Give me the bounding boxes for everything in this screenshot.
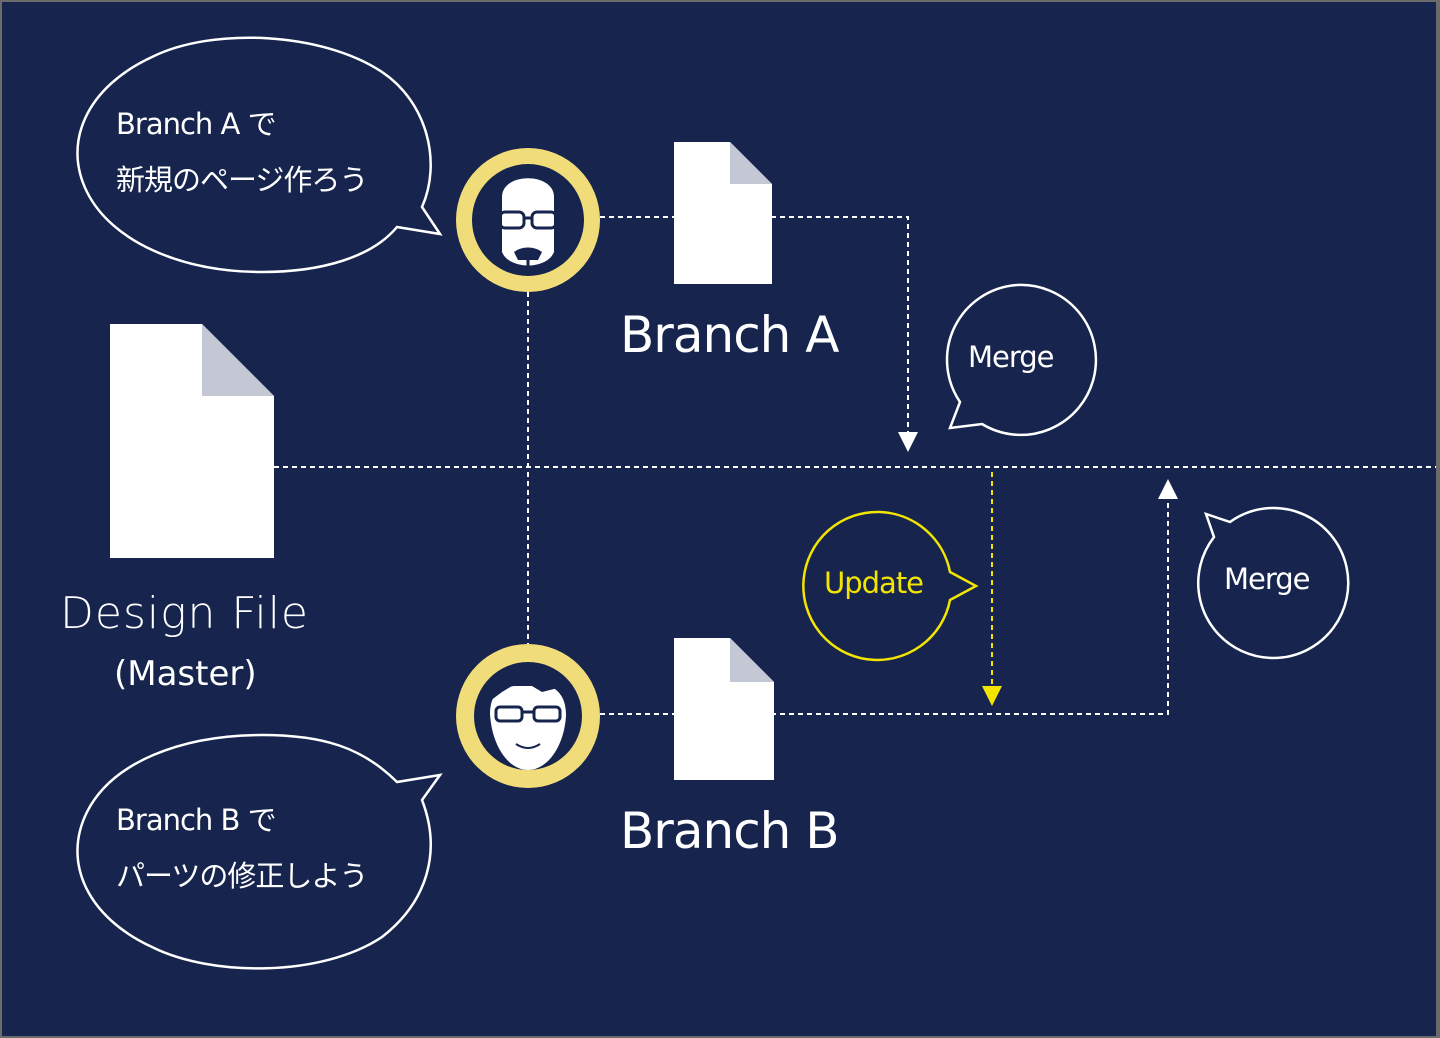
merge-b-label: Merge: [1224, 562, 1311, 596]
branch-b-label: Branch B: [620, 802, 840, 860]
merge-a-label: Merge: [968, 340, 1055, 374]
avatar-branch-a: [456, 148, 600, 292]
speech-b-line2: パーツの修正しよう: [116, 859, 368, 893]
branch-b-document-icon: [674, 638, 774, 780]
merge-bubble-b: [1196, 506, 1350, 660]
master-document-icon: [110, 324, 274, 558]
merge-bubble-a: [945, 283, 1098, 437]
speech-a-line1: Branch A で: [116, 107, 277, 141]
master-title: Design File: [60, 588, 310, 639]
update-label: Update: [824, 566, 924, 600]
branch-a-label: Branch A: [620, 306, 839, 364]
speech-a-line2: 新規のページ作ろう: [116, 163, 368, 197]
branch-a-merge-arrow: [898, 432, 918, 452]
branch-a-document-icon: [674, 142, 772, 284]
update-arrow: [982, 686, 1002, 706]
branch-b-line: [600, 497, 1169, 715]
speech-bubble-a: [76, 36, 443, 274]
speech-bubble-b: [76, 733, 443, 970]
speech-b-line1: Branch B で: [116, 803, 277, 837]
master-subtitle: (Master): [114, 654, 257, 694]
avatar-branch-b: [456, 644, 600, 788]
update-bubble: [802, 510, 979, 662]
branch-b-merge-arrow: [1158, 479, 1178, 499]
